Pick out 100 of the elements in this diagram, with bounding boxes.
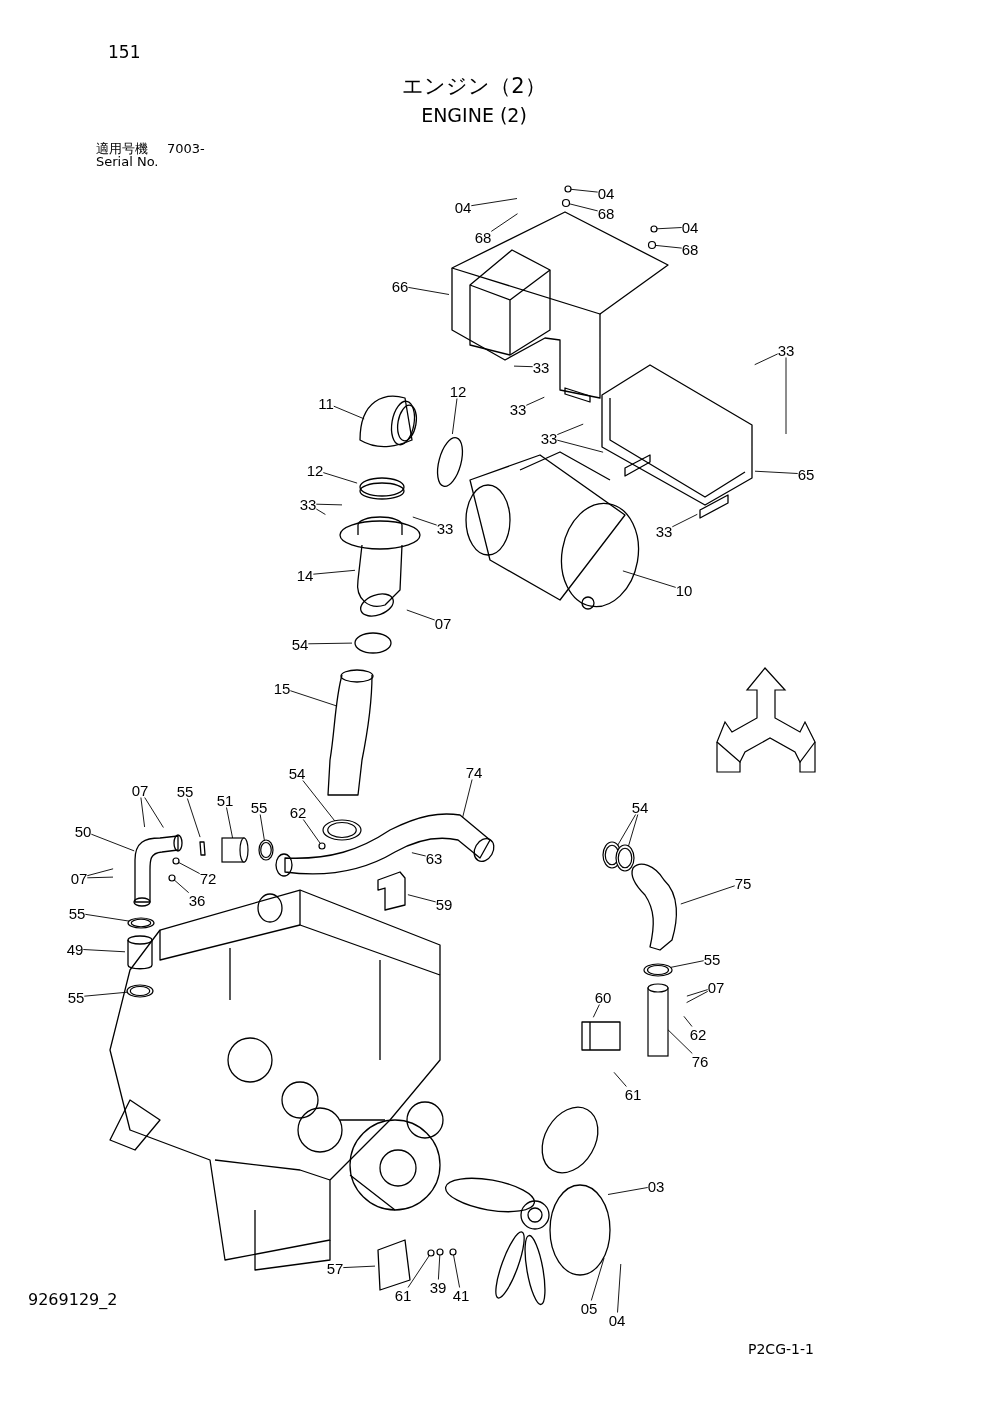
leader-line [513, 365, 534, 368]
callout-number: 12 [306, 462, 324, 478]
leader-line [259, 814, 265, 841]
page-code: P2CG-1-1 [748, 1342, 814, 1356]
callout-number: 75 [734, 875, 752, 891]
callout-number: 68 [597, 205, 615, 221]
leader-line [453, 1254, 461, 1288]
callout-number: 54 [288, 765, 306, 781]
leader-line [84, 913, 130, 922]
serial-label: 適用号機 [96, 142, 148, 155]
callout-number: 33 [777, 342, 795, 358]
leader-line [568, 203, 599, 212]
bolt [449, 1248, 457, 1256]
serial-label: Serial No. [96, 155, 159, 168]
serial-number: 7003- [167, 142, 205, 155]
callout-number: 63 [425, 850, 443, 866]
callout-number: 51 [216, 792, 234, 808]
leader-line [322, 472, 358, 484]
bolt [564, 185, 572, 193]
callout-number: 62 [289, 804, 307, 820]
callout-number: 55 [250, 799, 268, 815]
callout-number: 68 [474, 229, 492, 245]
bolt [650, 225, 658, 233]
leader-line [570, 188, 599, 193]
callout-number: 76 [691, 1053, 709, 1069]
leader-line [302, 819, 321, 844]
leader-line [178, 861, 201, 875]
leader-line [315, 508, 326, 515]
leader-line [680, 885, 736, 905]
callout-number: 04 [597, 185, 615, 201]
callout-number: 68 [681, 241, 699, 257]
leader-line [607, 1187, 649, 1195]
callout-number: 03 [647, 1178, 665, 1194]
leader-line [667, 1029, 693, 1054]
leader-line [82, 949, 126, 953]
leader-line [307, 642, 353, 645]
callout-number: 61 [394, 1287, 412, 1303]
leader-line [86, 876, 114, 879]
title: エンジン（2） [402, 76, 546, 97]
callout-number: 65 [797, 466, 815, 482]
leader-line [90, 833, 135, 852]
callout-number: 14 [296, 567, 314, 583]
callout-number: 55 [68, 905, 86, 921]
leader-line [613, 1071, 627, 1087]
callout-number: 55 [176, 783, 194, 799]
callout-number: 12 [449, 383, 467, 399]
callout-number: 04 [608, 1312, 626, 1328]
leader-line [315, 503, 343, 506]
leader-line [186, 798, 201, 838]
callout-number: 33 [436, 520, 454, 536]
leader-line [670, 960, 705, 968]
callout-number: 57 [326, 1260, 344, 1276]
callout-number: 07 [131, 782, 149, 798]
callout-number: 49 [66, 941, 84, 957]
leader-line [140, 797, 146, 828]
callout-number: 36 [188, 892, 206, 908]
washer [647, 240, 657, 250]
leader-line [470, 198, 518, 207]
leader-line [407, 894, 437, 903]
leader-line [785, 357, 787, 435]
callout-number: 66 [391, 278, 409, 294]
leader-line [655, 244, 683, 249]
callout-number: 54 [631, 799, 649, 815]
leader-line [451, 398, 458, 435]
leader-line [525, 396, 545, 406]
title-english: ENGINE (2) [421, 106, 527, 125]
leader-line [407, 286, 450, 295]
leader-line [683, 1015, 693, 1027]
bolt [427, 1249, 435, 1257]
callout-number: 55 [703, 951, 721, 967]
leader-line [144, 797, 164, 828]
leader-line [412, 516, 438, 526]
leader-line [407, 1255, 430, 1288]
hose-clamp [615, 844, 635, 872]
leader-line [83, 991, 128, 997]
callout-number: 04 [681, 219, 699, 235]
callout-number: 33 [299, 496, 317, 512]
callout-number: 61 [624, 1086, 642, 1102]
callout-number: 59 [435, 896, 453, 912]
callout-number: 62 [689, 1026, 707, 1042]
callout-number: 50 [74, 823, 92, 839]
leader-line [556, 423, 584, 436]
bolt [172, 857, 180, 865]
callout-number: 10 [675, 582, 693, 598]
callout-number: 33 [655, 523, 673, 539]
leader-line [754, 353, 779, 366]
callout-number: 54 [291, 636, 309, 652]
callout-number: 04 [454, 199, 472, 215]
leader-line [411, 852, 427, 857]
leader-line [590, 1257, 605, 1301]
callout-number: 07 [70, 870, 88, 886]
leader-line [289, 690, 338, 707]
leader-line [754, 470, 799, 474]
pipe [647, 983, 669, 1057]
callout-number: 07 [434, 615, 452, 631]
callout-number: 72 [199, 870, 217, 886]
hose-clamp [126, 984, 154, 998]
bolt [168, 874, 176, 882]
leader-line [490, 213, 518, 232]
page-number: 151 [108, 44, 141, 61]
